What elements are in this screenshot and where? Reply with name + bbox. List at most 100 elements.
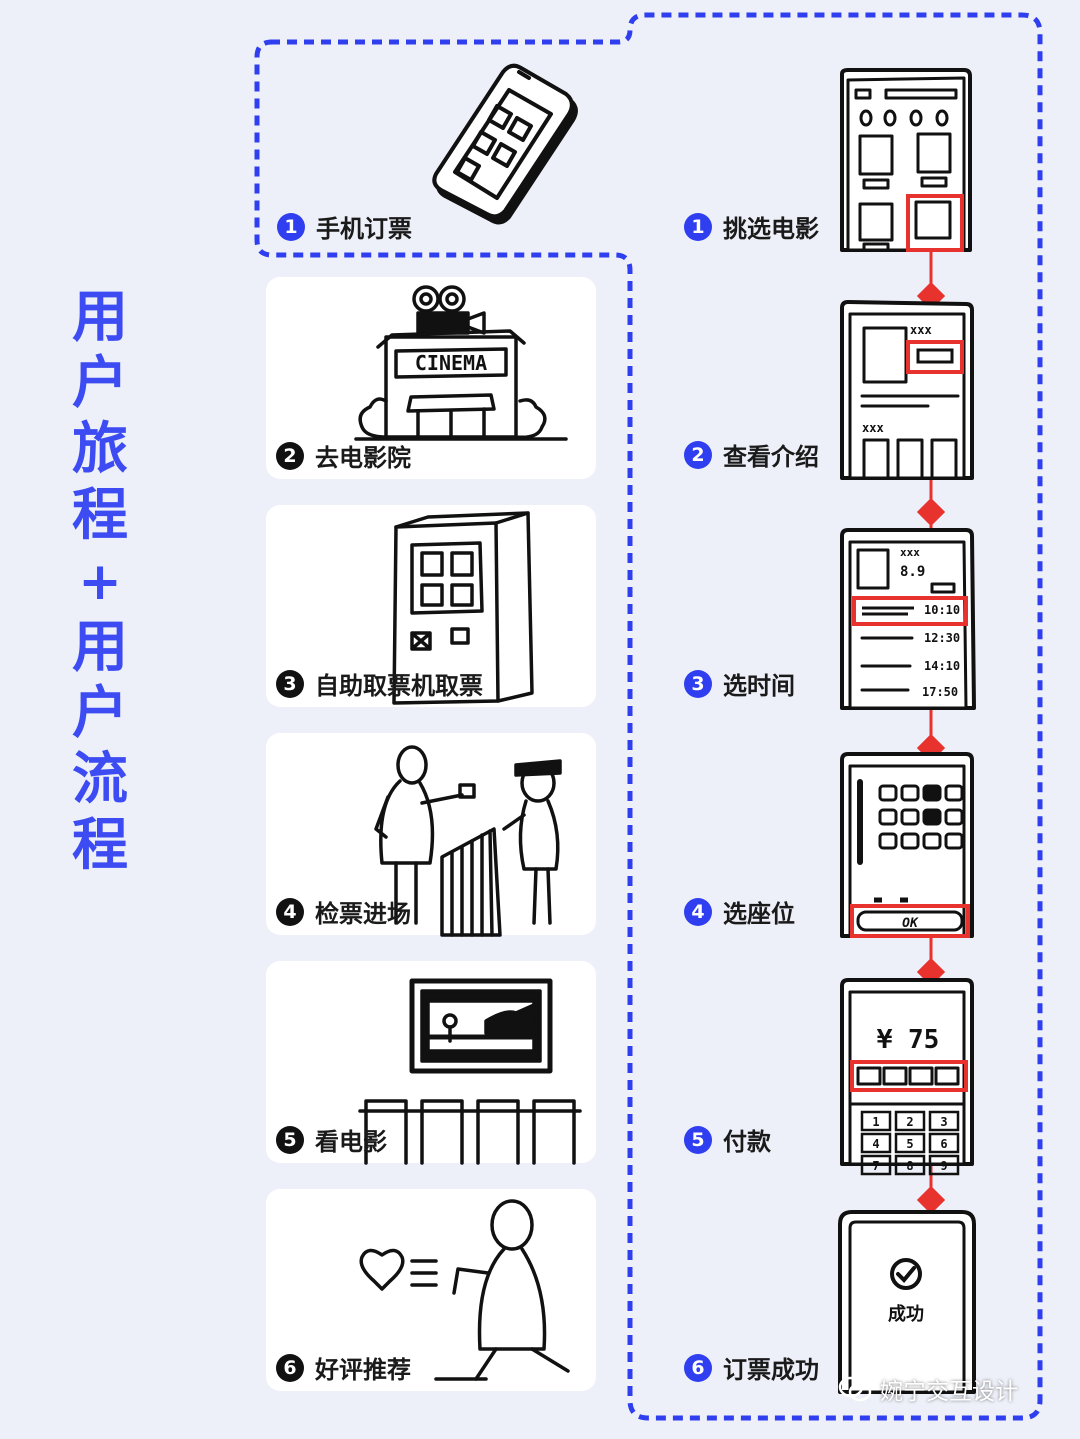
journey-card-5: 5 看电影 bbox=[266, 961, 596, 1165]
journey-step-4: 4 检票进场 bbox=[276, 894, 411, 929]
phone-pick-seat-sketch: OK bbox=[840, 752, 974, 938]
keypad-key-label: 9 bbox=[940, 1159, 947, 1173]
seat bbox=[922, 784, 942, 802]
step-number-badge: 3 bbox=[276, 669, 304, 698]
success-text: 成功 bbox=[888, 1303, 924, 1325]
flow-step-2: 2 查看介绍 bbox=[684, 437, 819, 472]
flow-step-label: 选时间 bbox=[723, 672, 795, 700]
step-number-badge: 5 bbox=[276, 1125, 304, 1154]
journey-step-label: 去电影院 bbox=[315, 444, 411, 472]
watching-movie-illustration bbox=[358, 978, 582, 1165]
keypad-key-label: 7 bbox=[872, 1159, 879, 1173]
step-number-badge: 2 bbox=[684, 440, 712, 469]
red-diamond-icon bbox=[916, 497, 946, 527]
flow-step-label: 选座位 bbox=[723, 900, 795, 928]
phone-pick-time-sketch: xxx 8.9 10:10 12:30 14:10 17:50 bbox=[840, 528, 976, 710]
title-char: 程 bbox=[72, 813, 128, 878]
flow-step-label: 查看介绍 bbox=[723, 443, 819, 471]
keypad-key bbox=[860, 1154, 892, 1176]
journey-step-label: 手机订票 bbox=[316, 215, 412, 243]
journey-card-6: 6 好评推荐 bbox=[266, 1189, 596, 1391]
phone-success-sketch: 成功 bbox=[838, 1210, 976, 1394]
check-circle-icon bbox=[890, 1258, 922, 1290]
keypad-key-label: 2 bbox=[906, 1115, 913, 1129]
phone-movie-detail-sketch: xxx xxx bbox=[840, 300, 974, 480]
keypad-key bbox=[894, 1132, 926, 1154]
seat bbox=[900, 784, 920, 802]
recommend-illustration bbox=[359, 1199, 570, 1381]
step-number-badge: 3 bbox=[684, 669, 712, 698]
flow-step-4: 4 选座位 bbox=[684, 894, 795, 929]
keypad-key bbox=[894, 1110, 926, 1132]
step-number-badge: 1 bbox=[684, 212, 712, 241]
keypad-key-label: 1 bbox=[872, 1115, 879, 1129]
flow-step-label: 挑选电影 bbox=[723, 215, 819, 243]
seat bbox=[900, 808, 920, 826]
keypad-key bbox=[894, 1154, 926, 1176]
journey-step-1: 1 手机订票 bbox=[277, 209, 412, 244]
seat bbox=[944, 784, 964, 802]
vertical-title: 用 户 旅 程 + 用 户 流 程 bbox=[60, 285, 140, 879]
time-option: 10:10 bbox=[924, 603, 960, 617]
flow-step-6: 6 订票成功 bbox=[684, 1350, 819, 1385]
journey-step-label: 检票进场 bbox=[315, 900, 411, 928]
journey-step-5: 5 看电影 bbox=[276, 1122, 387, 1157]
ticket-machine-illustration bbox=[392, 511, 534, 705]
flow-step-1: 1 挑选电影 bbox=[684, 209, 819, 244]
step-number-badge: 6 bbox=[276, 1353, 304, 1382]
ticket-check-illustration bbox=[374, 745, 562, 937]
step-number-badge: 2 bbox=[276, 441, 304, 470]
title-char: 旅 bbox=[72, 417, 128, 482]
keypad-key bbox=[860, 1110, 892, 1132]
title-char: 用 bbox=[72, 615, 128, 680]
phone-tilted-illustration bbox=[432, 63, 578, 225]
title-char: + bbox=[78, 552, 122, 612]
flow-step-3: 3 选时间 bbox=[684, 666, 795, 701]
cinema-sign-text: CINEMA bbox=[415, 351, 487, 375]
seat bbox=[944, 832, 964, 850]
seat bbox=[922, 808, 942, 826]
flow-step-5: 5 付款 bbox=[684, 1122, 771, 1157]
journey-step-3: 3 自助取票机取票 bbox=[276, 666, 483, 701]
red-diamond-icon bbox=[916, 1185, 946, 1215]
journey-step-label: 自助取票机取票 bbox=[315, 672, 483, 700]
ok-button-text: OK bbox=[902, 916, 919, 931]
journey-step-6: 6 好评推荐 bbox=[276, 1350, 411, 1385]
step-number-badge: 6 bbox=[684, 1353, 712, 1382]
time-option: 12:30 bbox=[924, 631, 960, 645]
keypad-key-label: 5 bbox=[906, 1137, 913, 1151]
title-char: 户 bbox=[72, 351, 128, 416]
watermark: 婉宁交互设计 bbox=[838, 1372, 1018, 1406]
seat bbox=[878, 832, 898, 850]
time-option: 17:50 bbox=[922, 685, 958, 699]
step-number-badge: 4 bbox=[276, 897, 304, 926]
price-text: ¥ 75 bbox=[877, 1025, 940, 1055]
keypad-key bbox=[928, 1132, 960, 1154]
journey-step-2: 2 去电影院 bbox=[276, 438, 411, 473]
phone-pick-movie-sketch bbox=[840, 68, 972, 252]
keypad-key-label: 4 bbox=[872, 1137, 879, 1151]
seat bbox=[900, 832, 920, 850]
cinema-building-illustration: CINEMA bbox=[354, 285, 568, 441]
keypad-key bbox=[928, 1154, 960, 1176]
flow-step-label: 订票成功 bbox=[723, 1356, 819, 1384]
title-char: 户 bbox=[72, 681, 128, 746]
journey-card-2: CINEMA 2 去电影院 bbox=[266, 277, 596, 479]
keypad-key-label: 3 bbox=[940, 1115, 947, 1129]
title-char: 程 bbox=[72, 483, 128, 548]
seat-grid bbox=[878, 784, 964, 850]
rating-stars-text: xxx bbox=[900, 546, 920, 559]
flow-step-label: 付款 bbox=[723, 1128, 771, 1156]
time-option: 14:10 bbox=[924, 659, 960, 673]
wechat-icon bbox=[838, 1376, 872, 1402]
journey-card-4: 4 检票进场 bbox=[266, 733, 596, 937]
seat bbox=[922, 832, 942, 850]
heart-icon bbox=[359, 1248, 405, 1291]
seat bbox=[878, 808, 898, 826]
journey-highlight-frame bbox=[254, 12, 1043, 1421]
rating-stars-text: xxx bbox=[862, 421, 884, 435]
keypad-key bbox=[928, 1110, 960, 1132]
